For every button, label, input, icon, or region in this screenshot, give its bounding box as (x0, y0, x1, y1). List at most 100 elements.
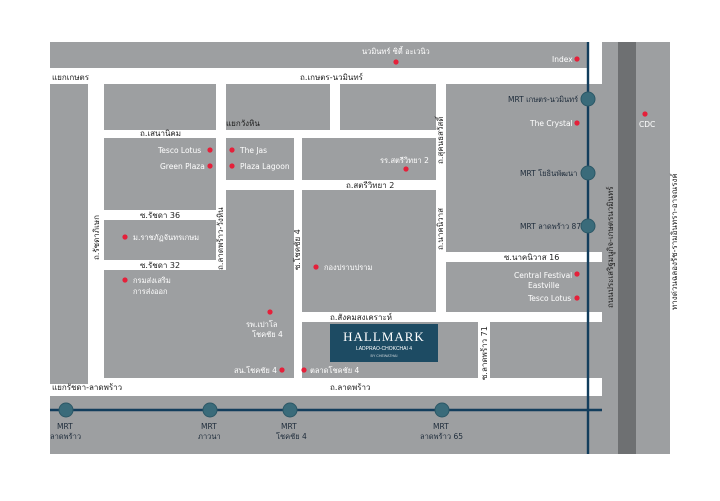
poi-dot-cdc[interactable] (642, 111, 648, 117)
block-east-top (446, 84, 602, 252)
block-cdc-side (636, 42, 670, 454)
poi-dot-nawamin-city[interactable] (393, 59, 399, 65)
poi-dot-plaza-lagoon[interactable] (229, 163, 235, 169)
block-top-strip (50, 42, 588, 68)
poi-label-cdc: CDC (639, 120, 655, 129)
block-school (302, 138, 436, 180)
poi-dot-index[interactable] (574, 56, 580, 62)
block-top-left (104, 84, 216, 130)
poi-label-export-dept-1: กรมส่งเสริม (133, 276, 171, 285)
road-label-sangkhom: ถ.สังคมสงเคราะห์ (330, 312, 392, 322)
poi-dot-paolo-hospital[interactable] (267, 309, 273, 315)
mrt-label-ladprao65-1: MRT (433, 422, 449, 431)
points-of-interest: นวมินทร์ ซิตี้ อะเวนิว Index The Crystal… (122, 46, 655, 375)
poi-label-ratchapat: ม.ราชภัฏจันทรเกษม (133, 233, 199, 242)
mrt-label-kaset: MRT เกษตร-นวมินทร์ (508, 95, 578, 104)
mrt-label-chokchai4-2: โชคชัย 4 (276, 432, 307, 441)
poi-dot-tesco-lotus-2[interactable] (574, 295, 580, 301)
mrt-label-yothin: MRT โยธินพัฒนา (520, 169, 577, 178)
road-label-kaset-nawamin: ถ.เกษตร-นวมินทร์ (300, 72, 364, 82)
poi-dot-central[interactable] (574, 271, 580, 277)
poi-label-paolo-1: รพ.เปาโล (246, 320, 278, 329)
highway-band (618, 42, 636, 454)
poi-label-export-dept-2: การส่งออก (133, 287, 168, 296)
poi-label-tesco-lotus-1: Tesco Lotus (157, 146, 201, 155)
block-east-bottom (490, 322, 602, 378)
poi-dot-chokchai-market[interactable] (301, 367, 307, 373)
road-label-soi-ratchada36: ซ.รัชดา 36 (140, 211, 180, 220)
poi-label-tesco-lotus-2: Tesco Lotus (527, 294, 571, 303)
poi-dot-police[interactable] (313, 264, 319, 270)
block-tesco-green (104, 138, 216, 210)
mrt-station-yothin[interactable] (580, 165, 596, 181)
poi-label-the-jas: The Jas (239, 146, 267, 155)
mrt-label-phawana-2: ภาวนา (198, 432, 221, 441)
poi-dot-green-plaza[interactable] (207, 163, 213, 169)
poi-label-nawamin-city: นวมินทร์ ซิตี้ อะเวนิว (362, 46, 430, 56)
poi-label-central-2: Eastville (528, 281, 560, 290)
road-label-wanghin-junction: แยกวังหิน (226, 119, 260, 128)
road-labels: ถ.เกษตร-นวมินทร์ แยกเกษตร ถ.เสนานิคม แยก… (52, 72, 679, 392)
block-east-mid (446, 262, 602, 312)
road-label-ladprao: ถ.ลาดพร้าว (330, 383, 371, 392)
mrt-label-ladprao-2: ลาดพร้าว (50, 432, 81, 441)
poi-label-chokchai-police: สน.โชคชัย 4 (234, 366, 277, 375)
mrt-station-kaset[interactable] (580, 91, 596, 107)
road-label-prasert-manukit: ถนนประเสริฐมนูกิจ-เกษตรนวมินทร์ (605, 186, 616, 308)
block-ratchapat (104, 220, 216, 260)
road-label-sukhonthasawat: ถ.สุคนธสวัสดิ์ (434, 115, 445, 164)
poi-dot-chokchai-police[interactable] (279, 367, 285, 373)
road-label-soi-chokchai4: ซ.โชคชัย 4 (292, 229, 302, 270)
poi-dot-crystal[interactable] (574, 120, 580, 126)
poi-label-satriwitthaya-school: รร.สตรีวิทยา 2 (380, 156, 429, 165)
poi-label-plaza-lagoon: Plaza Lagoon (240, 162, 290, 171)
block-jas-lagoon (226, 138, 294, 180)
mrt-lines (50, 42, 602, 454)
mrt-label-chokchai4-1: MRT (281, 422, 297, 431)
block-top-right (602, 42, 618, 454)
poi-dot-ratchapat[interactable] (122, 234, 128, 240)
poi-dot-tesco-lotus-1[interactable] (207, 147, 213, 153)
block-sukhon (340, 84, 436, 130)
poi-label-crystal: The Crystal (529, 119, 573, 128)
block-wanghin-top (226, 84, 330, 130)
poi-label-chokchai-market: ตลาดโชคชัย 4 (310, 366, 360, 375)
mrt-label-phawana-1: MRT (201, 422, 217, 431)
poi-dot-export-dept[interactable] (122, 277, 128, 283)
block-bottom-strip (50, 396, 602, 454)
road-label-ratchada-ladprao: แยกรัชดา-ลาดพร้าว (52, 383, 122, 392)
road-label-expressway: ทางด่วนฉลองรัช-รามอินทรา-อาจณรงค์ (669, 173, 679, 310)
poi-dot-satriwitthaya-school[interactable] (403, 166, 409, 172)
hallmark-developer: BY CHEWATHAI (371, 354, 398, 358)
mrt-station-ladprao65[interactable] (434, 402, 450, 418)
poi-dot-the-jas[interactable] (229, 147, 235, 153)
poi-label-green-plaza: Green Plaza (160, 162, 205, 171)
road-label-soi-nakniwat16: ซ.นาคนิวาส 16 (504, 253, 559, 262)
road-label-nakniwat: ถ.นาคนิวาส (436, 208, 445, 250)
road-label-kaset-junction: แยกเกษตร (52, 73, 90, 82)
mrt-stations (58, 91, 596, 418)
block-export (104, 270, 294, 378)
mrt-label-ladprao87: MRT ลาดพร้าว 87 (520, 222, 581, 231)
road-label-satriwitthaya: ถ.สตรีวิทยา 2 (346, 181, 394, 190)
block-police (302, 190, 436, 312)
block-far-left (50, 84, 88, 384)
poi-label-central-1: Central Festival (514, 271, 572, 280)
mrt-station-phawana[interactable] (202, 402, 218, 418)
hallmark-box (330, 324, 438, 362)
poi-label-police: กองปราบปราม (324, 263, 372, 272)
road-label-ratchada: ถ.รัชดาภิเษก (92, 215, 101, 260)
mrt-label-ladprao-1: MRT (57, 422, 73, 431)
road-label-senanikom: ถ.เสนานิคม (140, 129, 181, 138)
hallmark-subtitle: LADPRAO-CHOKCHAI 4 (356, 346, 412, 352)
city-blocks (50, 42, 670, 454)
mrt-label-ladprao65-2: ลาดพร้าว 65 (420, 432, 463, 441)
mrt-station-ladprao87[interactable] (580, 218, 596, 234)
poi-label-paolo-2: โชคชัย 4 (252, 330, 283, 339)
hallmark-project[interactable]: HALLMARK LADPRAO-CHOKCHAI 4 BY CHEWATHAI (330, 324, 438, 362)
mrt-station-chokchai4[interactable] (282, 402, 298, 418)
poi-label-index: Index (552, 55, 573, 64)
hallmark-name: HALLMARK (343, 329, 425, 344)
mrt-station-ladprao[interactable] (58, 402, 74, 418)
